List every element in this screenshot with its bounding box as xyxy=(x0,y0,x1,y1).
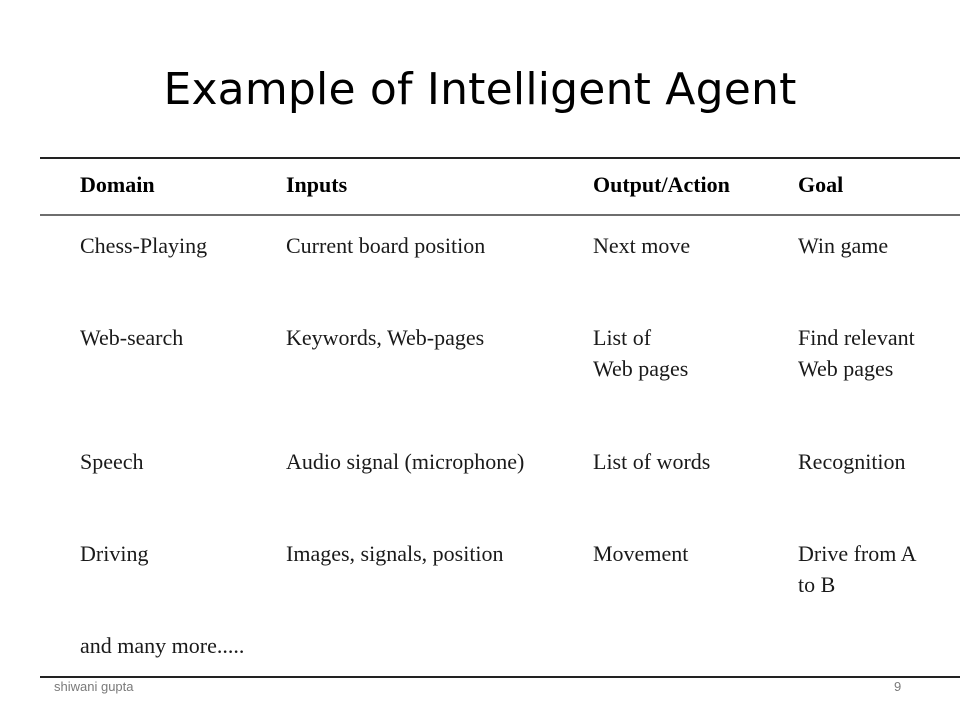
table-cell-domain: Speech xyxy=(80,449,144,474)
table-header-output-action: Output/Action xyxy=(593,172,730,197)
table-cell-domain: Driving xyxy=(80,541,149,566)
table-cell-goal: Recognition xyxy=(798,449,906,474)
table-cell-inputs: Audio signal (microphone) xyxy=(286,449,525,474)
table-cell-output: Movement xyxy=(593,541,689,566)
table-header-inputs: Inputs xyxy=(286,172,348,197)
table-cell-domain: Web-search xyxy=(80,325,184,350)
table-cell-domain: Chess-Playing xyxy=(80,233,208,258)
table-cell-inputs: Keywords, Web-pages xyxy=(286,325,485,350)
table-cell-inputs: Images, signals, position xyxy=(286,541,504,566)
table-cell-output: Next move xyxy=(593,233,691,258)
table-cell-goal: Find relevant Web pages xyxy=(798,325,915,381)
table-header-domain: Domain xyxy=(80,172,155,197)
table-cell-goal: Win game xyxy=(798,233,889,258)
table-cell-output: List of Web pages xyxy=(593,325,689,381)
table-header-goal: Goal xyxy=(798,172,844,197)
table-bottom-rule xyxy=(40,676,960,678)
footer-author: shiwani gupta xyxy=(54,679,134,694)
table-top-rule xyxy=(40,157,960,159)
table-cell-goal: Drive from A to B xyxy=(798,541,917,597)
table-header-rule xyxy=(40,214,960,216)
footer-page-number: 9 xyxy=(894,679,902,694)
table-cell-output: List of words xyxy=(593,449,711,474)
table-note: and many more..... xyxy=(80,633,245,658)
table-cell-inputs: Current board position xyxy=(286,233,486,258)
slide-title: Example of Intelligent Agent xyxy=(163,64,797,115)
